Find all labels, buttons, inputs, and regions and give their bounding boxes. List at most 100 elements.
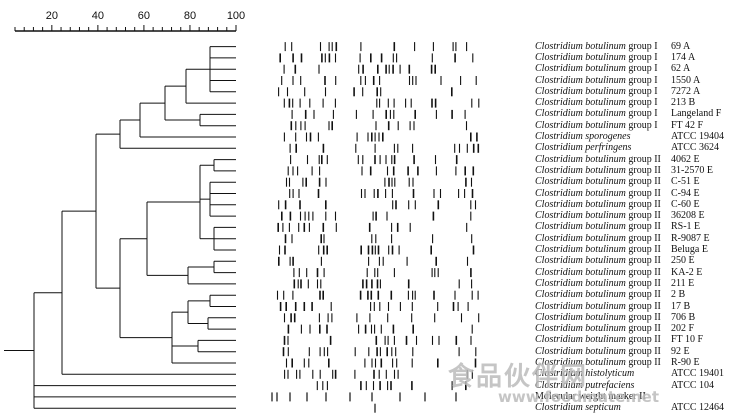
row-taxon-label: Clostridium botulinum group I [535, 63, 658, 75]
group-name: group II [625, 300, 661, 312]
strain-label: R-90 E [671, 357, 700, 368]
strain-label: R-9087 E [671, 232, 710, 244]
species-name: Clostridium botulinum [535, 323, 626, 335]
row-taxon-label: Clostridium botulinum group II [535, 233, 661, 245]
strain-label: 2 B [671, 289, 686, 301]
row-taxon-label: Clostridium botulinum group I [535, 108, 658, 120]
species-name: Clostridium botulinum [535, 119, 626, 131]
row-taxon-label: Clostridium botulinum group II [535, 188, 661, 200]
species-name: Clostridium botulinum [535, 153, 626, 165]
strain-label: 62 A [671, 63, 691, 75]
row-taxon-label: Clostridium botulinum group II [535, 199, 661, 211]
species-name: Clostridium botulinum [535, 176, 626, 188]
species-name: Clostridium botulinum [535, 63, 626, 75]
group-name: group I [625, 74, 658, 86]
strain-label: KA-2 E [671, 266, 703, 278]
strain-label: 69 A [671, 40, 691, 52]
strain-label: 7272 A [671, 85, 701, 97]
species-name: Clostridium botulinum [535, 300, 626, 312]
species-name: Clostridium botulinum [535, 311, 626, 323]
row-taxon-label: Clostridium perfringens [535, 142, 631, 154]
strain-label: 1550 A [671, 74, 701, 86]
row-taxon-label: Clostridium histolyticum [535, 368, 634, 380]
species-name: Clostridium histolyticum [535, 368, 635, 380]
species-name: Clostridium botulinum [535, 210, 626, 222]
species-name: Clostridium botulinum [535, 266, 626, 278]
strain-label: C-94 E [671, 187, 700, 199]
row-taxon-label: Clostridium botulinum group I [535, 52, 658, 64]
strain-label: C-60 E [671, 198, 700, 210]
row-taxon-label: Molecular weight marker II [535, 391, 646, 403]
group-name: group I [625, 108, 658, 120]
row-taxon-label: Clostridium botulinum group II [535, 346, 661, 358]
group-name: group I [625, 97, 658, 109]
strain-label: 211 E [671, 277, 695, 289]
row-taxon-label: Clostridium botulinum group II [535, 312, 661, 324]
row-taxon-label: Clostridium botulinum group II [535, 255, 661, 267]
row-taxon-label: Clostridium botulinum group II [535, 244, 661, 256]
row-taxon-label: Clostridium septicum [535, 402, 621, 414]
group-name: group I [625, 51, 658, 63]
strain-label: 202 F [671, 323, 695, 335]
group-name: group II [625, 221, 661, 233]
strain-label: ATCC 19404 [671, 131, 725, 142]
species-name: Clostridium botulinum [535, 51, 626, 63]
scale-tick-label: 80 [184, 10, 196, 22]
species-name: Clostridium botulinum [535, 97, 626, 109]
group-name: group II [625, 232, 661, 244]
row-taxon-label: Clostridium botulinum group II [535, 221, 661, 233]
species-name: Clostridium septicum [535, 402, 621, 414]
group-name: group II [625, 311, 661, 323]
species-name: Clostridium botulinum [535, 74, 626, 86]
species-name: Clostridium botulinum [535, 85, 626, 97]
group-name: group I [625, 40, 658, 52]
strain-label: 4062 E [671, 153, 700, 165]
group-name: group II [625, 289, 661, 301]
group-name: group II [625, 244, 661, 255]
species-name: Clostridium botulinum [535, 164, 626, 176]
species-name: Clostridium perfringens [535, 142, 632, 154]
row-taxon-label: Clostridium botulinum group II [535, 357, 661, 369]
strain-label: FT 10 F [671, 334, 704, 346]
group-name: group II [625, 357, 661, 368]
strain-label: 31-2570 E [671, 164, 713, 176]
row-taxon-label: Clostridium botulinum group I [535, 86, 658, 98]
group-name: group II [625, 255, 661, 267]
strain-label: Langeland F [671, 108, 722, 120]
group-name: group II [625, 323, 661, 335]
strain-label: Beluga E [671, 244, 708, 255]
strain-label: 174 A [671, 51, 696, 63]
species-name: Clostridium botulinum [535, 277, 626, 289]
group-name: group II [625, 334, 661, 346]
group-name: Molecular weight marker II [535, 390, 646, 402]
scale-tick-label: 40 [92, 10, 104, 22]
strain-label: ATCC 12464 [671, 402, 725, 414]
species-name: Clostridium sporogenes [535, 131, 631, 142]
strain-label: ATCC 19401 [671, 368, 725, 380]
group-name: group I [625, 119, 658, 131]
group-name: group II [625, 187, 661, 199]
strain-label: 706 B [671, 311, 696, 323]
strain-label: RS-1 E [671, 221, 701, 233]
row-taxon-label: Clostridium botulinum group I [535, 120, 658, 132]
species-name: Clostridium botulinum [535, 255, 626, 267]
strain-label: 92 E [671, 345, 690, 357]
row-taxon-label: Clostridium botulinum group II [535, 154, 661, 166]
species-name: Clostridium botulinum [535, 232, 626, 244]
species-name: Clostridium botulinum [535, 108, 626, 120]
species-name: Clostridium botulinum [535, 357, 626, 368]
strain-label: FT 42 F [671, 119, 704, 131]
row-taxon-label: Clostridium botulinum group II [535, 267, 661, 279]
species-name: Clostridium botulinum [535, 289, 626, 301]
row-taxon-label: Clostridium botulinum group II [535, 165, 661, 177]
group-name: group II [625, 266, 661, 278]
row-taxon-label: Clostridium botulinum group II [535, 176, 661, 188]
row-taxon-label: Clostridium botulinum group II [535, 289, 661, 301]
row-taxon-label: Clostridium botulinum group I [535, 97, 658, 109]
group-name: group I [625, 85, 658, 97]
row-taxon-label: Clostridium botulinum group I [535, 41, 658, 53]
species-name: Clostridium botulinum [535, 334, 626, 346]
strain-label: 250 E [671, 255, 695, 267]
